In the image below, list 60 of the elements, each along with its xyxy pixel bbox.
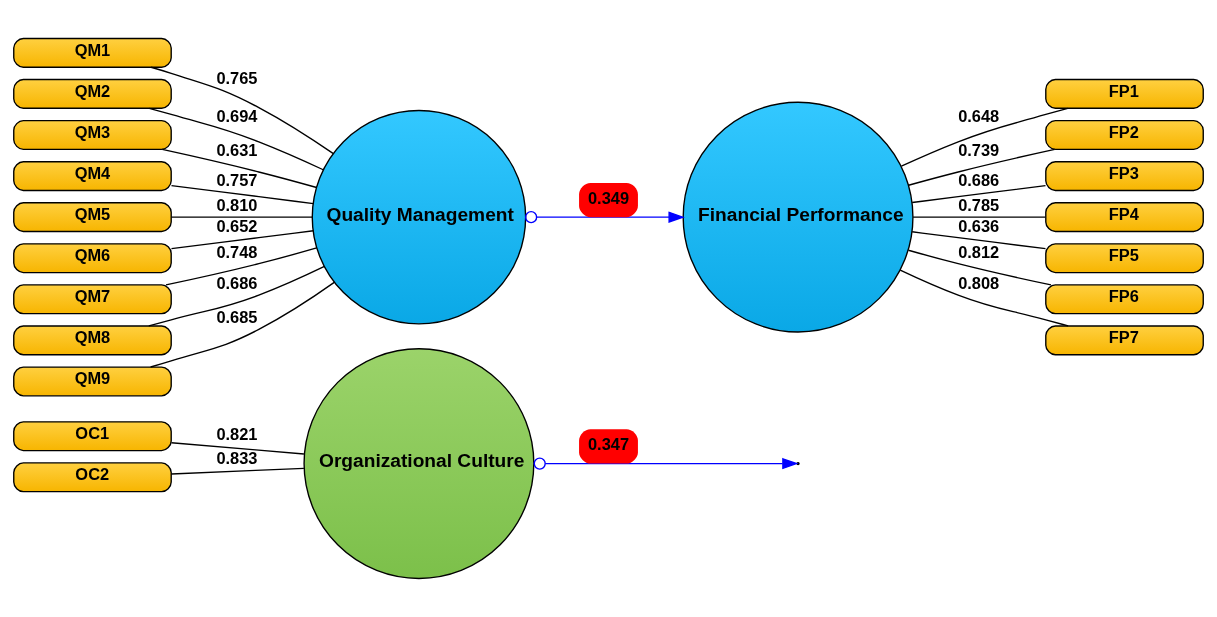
node-box: QM6 bbox=[13, 243, 172, 274]
node-circle: Quality Management bbox=[311, 109, 527, 325]
connector bbox=[911, 184, 1047, 204]
edge-label: 0.686 bbox=[958, 171, 1000, 190]
edge-label: 0.739 bbox=[958, 141, 1000, 160]
node-box: FP6 bbox=[1045, 284, 1204, 315]
edge-label: 0.821 bbox=[216, 424, 258, 443]
connector bbox=[912, 216, 1046, 218]
edge-label: 0.785 bbox=[958, 196, 1000, 215]
edge-label: 0.810 bbox=[216, 196, 258, 215]
node-box: FP3 bbox=[1045, 161, 1204, 192]
connector bbox=[165, 247, 318, 286]
node-box: QM4 bbox=[13, 161, 172, 192]
node-box: FP2 bbox=[1045, 119, 1204, 151]
edge-label: 0.685 bbox=[216, 308, 258, 327]
connector bbox=[149, 281, 336, 368]
node-box: FP5 bbox=[1045, 243, 1204, 274]
edge-label: 0.765 bbox=[216, 68, 258, 87]
node-box: QM3 bbox=[13, 119, 172, 151]
connector bbox=[170, 442, 305, 455]
edge-label: 0.652 bbox=[216, 216, 258, 235]
node-box: QM8 bbox=[13, 325, 172, 356]
connector bbox=[161, 148, 318, 189]
connector bbox=[907, 148, 1056, 186]
connector bbox=[148, 107, 324, 171]
connector bbox=[170, 230, 315, 250]
connector bbox=[899, 269, 1069, 327]
edge-label: 0.833 bbox=[216, 449, 258, 468]
connector bbox=[907, 249, 1052, 286]
node-box: FP7 bbox=[1045, 325, 1204, 356]
edge-label: 0.694 bbox=[216, 107, 258, 126]
edge-label: 0.349 bbox=[587, 188, 630, 207]
edge-label: 0.748 bbox=[216, 242, 258, 261]
connector bbox=[911, 231, 1047, 250]
edge-label: 0.648 bbox=[958, 107, 1000, 126]
edge-label: 0.636 bbox=[958, 216, 1000, 235]
arrow bbox=[524, 211, 685, 224]
node-box: OC1 bbox=[13, 421, 172, 452]
edge-label: 0.631 bbox=[216, 141, 258, 160]
node-box: QM2 bbox=[13, 78, 172, 109]
node-box: FP1 bbox=[1045, 78, 1204, 109]
edge-label: 0.686 bbox=[216, 274, 258, 293]
node-box: QM5 bbox=[13, 202, 172, 233]
node-box: FP4 bbox=[1045, 202, 1204, 233]
edge-label: 0.812 bbox=[958, 242, 1000, 261]
edge-label: 0.808 bbox=[958, 274, 1000, 293]
connector bbox=[170, 467, 305, 475]
connector bbox=[148, 265, 326, 327]
node-box: QM1 bbox=[13, 37, 172, 68]
node-circle: Financial Performance bbox=[682, 101, 914, 333]
node-box: OC2 bbox=[13, 462, 172, 493]
node-box: QM7 bbox=[13, 284, 172, 315]
connector bbox=[900, 107, 1069, 167]
connector bbox=[150, 66, 335, 155]
edge-label: 0.757 bbox=[216, 171, 258, 190]
connector bbox=[170, 184, 315, 205]
connector bbox=[170, 216, 314, 218]
node-circle: Organizational Culture bbox=[303, 348, 535, 580]
edge-label: 0.347 bbox=[587, 435, 630, 454]
node-box: QM9 bbox=[13, 366, 172, 397]
